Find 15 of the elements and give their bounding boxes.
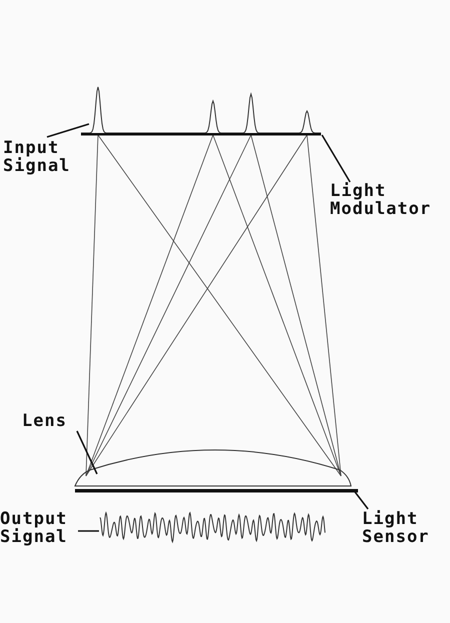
- modulator-bar: [81, 133, 321, 136]
- part-label: Light Modulator: [330, 182, 450, 218]
- part-label: Light Sensor: [362, 510, 450, 546]
- part-label: Output Signal: [0, 510, 80, 546]
- output-signal-waveform: [100, 512, 326, 542]
- lens-shape: [74, 450, 352, 486]
- leader-line: [76, 430, 98, 474]
- sensor-bar: [75, 489, 358, 492]
- part-label: Lens: [22, 412, 82, 430]
- leader-line: [321, 134, 351, 182]
- leader-line: [78, 530, 99, 532]
- leader-line: [354, 492, 369, 510]
- part-label: Input Signal: [3, 139, 93, 175]
- input-pulse-waveform: [80, 86, 322, 134]
- leader-line: [46, 123, 90, 138]
